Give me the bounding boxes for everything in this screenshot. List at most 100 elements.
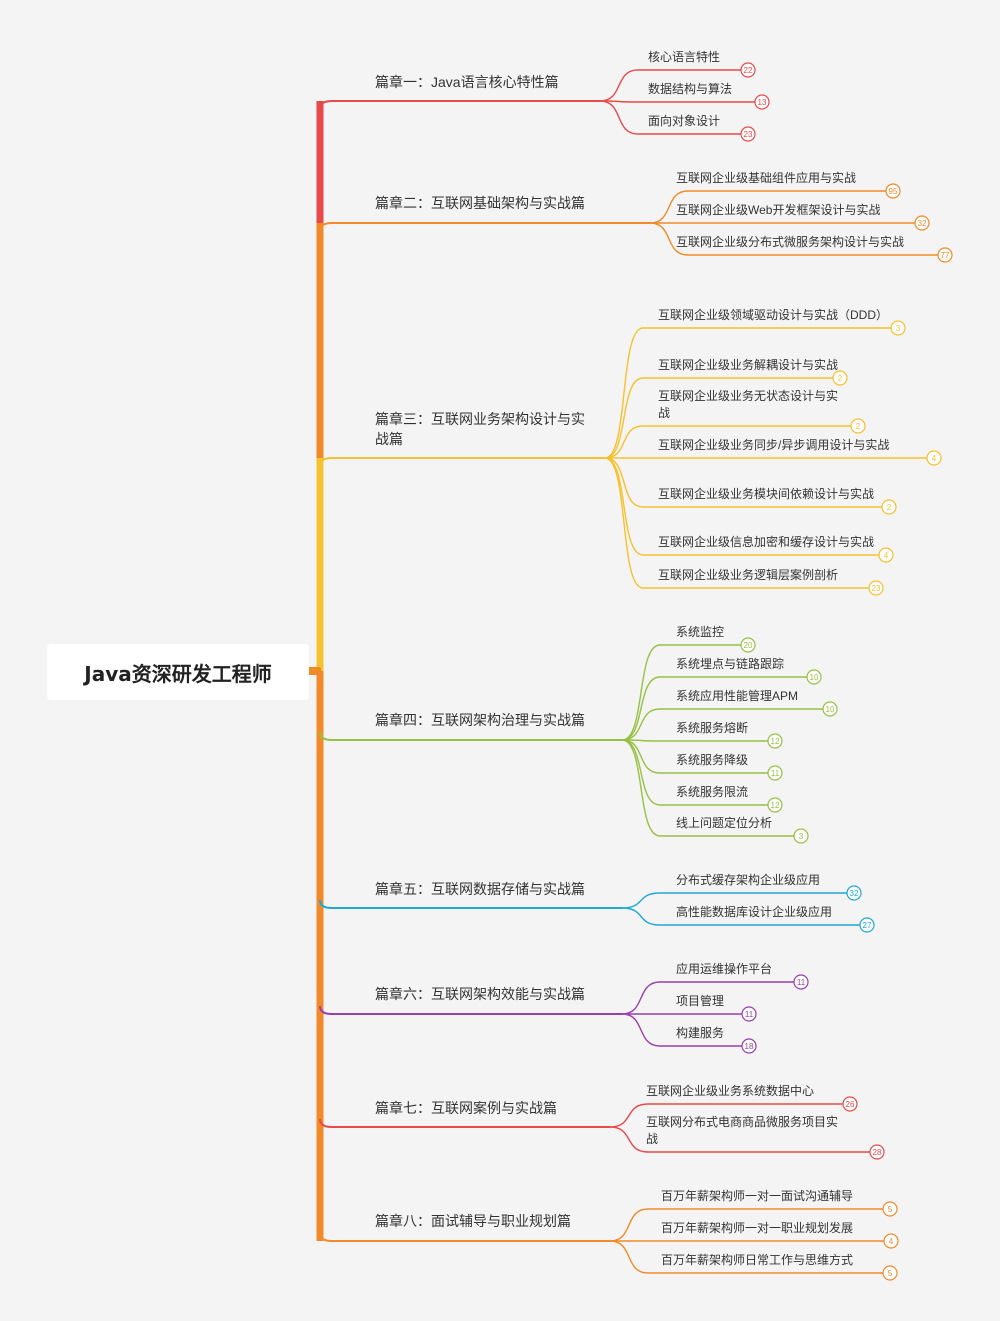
count-badge [740, 62, 756, 78]
root-node[interactable]: Java资深研发工程师 [47, 644, 309, 700]
topic-label: 构建服务 [676, 1025, 724, 1040]
topic-label: 高性能数据库设计企业级应用 [676, 904, 832, 919]
branch-line [649, 190, 886, 224]
topic-label: 面向对象设计 [648, 113, 720, 128]
chapter-connector [319, 1005, 622, 1015]
count-badge [793, 828, 809, 844]
count-badge-text: 23 [744, 130, 753, 139]
topic-label: 互联网企业级Web开发框架设计与实战 [676, 202, 880, 217]
chapter-label: 篇章八：面试辅导与职业规划篇 [375, 1213, 571, 1229]
branch-line [604, 457, 882, 508]
branch-line [599, 69, 741, 102]
topic-label: 互联网企业级业务同步/异步调用设计与实战 [658, 437, 889, 452]
topic-label: 线上问题定位分析 [676, 815, 772, 830]
chapter-label: 篇章五：互联网数据存储与实战篇 [375, 881, 585, 897]
count-badge [741, 1006, 757, 1022]
topic-label: 互联网企业级信息加密和缓存设计与实战 [658, 534, 874, 549]
count-badge [881, 499, 897, 515]
count-badge-text: 5 [888, 1205, 893, 1214]
count-badge-text: 2 [838, 374, 843, 383]
chapter-label: 篇章四：互联网架构治理与实战篇 [375, 712, 585, 728]
count-badge [842, 1096, 858, 1112]
count-badge-text: 3 [896, 324, 901, 333]
count-badge [882, 1201, 898, 1217]
count-badge-text: 4 [889, 1237, 894, 1246]
count-badge-text: 4 [932, 454, 937, 463]
count-badge [832, 370, 848, 386]
topic-label: 百万年薪架构师一对一职业规划发展 [661, 1220, 853, 1235]
count-badge-text: 2 [856, 422, 861, 431]
count-badge-text: 12 [771, 801, 780, 810]
topic-label: 互联网企业级业务解耦设计与实战 [658, 357, 838, 372]
count-badge-text: 77 [941, 251, 950, 260]
count-badge [882, 1265, 898, 1281]
count-badge [859, 917, 875, 933]
topic-label: 系统服务限流 [676, 784, 748, 799]
branch-line [621, 739, 768, 742]
count-badge [754, 94, 770, 110]
topic-label: 系统应用性能管理APM [676, 688, 798, 703]
topic-label: 百万年薪架构师日常工作与思维方式 [661, 1252, 853, 1267]
chapter-connector [319, 899, 622, 909]
branch-line [621, 892, 847, 909]
count-badge [883, 1233, 899, 1249]
chapter-connector [319, 457, 605, 467]
count-badge [937, 247, 953, 263]
topic-label: 互联网企业级业务模块间依赖设计与实战 [658, 486, 874, 501]
chapter-label: 篇章六：互联网架构效能与实战篇 [375, 986, 585, 1002]
count-badge [822, 701, 838, 717]
topic-label: 互联网企业级业务无状态设计与实 [658, 388, 838, 403]
branch-line [621, 1013, 742, 1047]
branch-line [604, 425, 851, 459]
topic-label: 战 [658, 406, 670, 420]
count-badge [878, 547, 894, 563]
count-badge-text: 5 [888, 1269, 893, 1278]
count-badge-text: 20 [744, 641, 753, 650]
branch-line [621, 676, 807, 741]
chapter-connector [319, 731, 622, 741]
topic-label: 互联网企业级分布式微服务架构设计与实战 [676, 234, 904, 249]
count-badge-text: 18 [745, 1042, 754, 1051]
count-badge-text: 22 [744, 66, 753, 75]
topic-label: 系统埋点与链路跟踪 [676, 656, 784, 671]
chapter-label: 篇章三：互联网业务架构设计与实 [375, 411, 585, 427]
branch-line [599, 100, 741, 135]
topic-label: 系统监控 [676, 625, 724, 639]
topic-label: 战 [646, 1132, 658, 1146]
count-badge [869, 1144, 885, 1160]
topic-label: 互联网企业级领域驱动设计与实战（DDD） [658, 307, 888, 322]
count-badge [740, 637, 756, 653]
branch-line [649, 222, 938, 256]
count-badge-text: 32 [850, 889, 859, 898]
branch-line [621, 708, 823, 741]
count-badge [806, 669, 822, 685]
topic-label: 核心语言特性 [648, 49, 720, 64]
count-badge [767, 765, 783, 781]
topic-label: 分布式缓存架构企业级应用 [676, 872, 820, 887]
branch-line [609, 1240, 883, 1274]
chapter-label: 篇章七：互联网案例与实战篇 [375, 1100, 557, 1116]
count-badge-text: 95 [889, 187, 898, 196]
chapter-connector [319, 100, 600, 110]
topic-label: 互联网企业级基础组件应用与实战 [676, 170, 856, 185]
count-badge-text: 27 [863, 921, 872, 930]
topic-label: 系统服务降级 [676, 752, 748, 767]
chapter-label: 篇章一：Java语言核心特性篇 [375, 74, 559, 90]
topic-label: 互联网企业级业务逻辑层案例剖析 [658, 567, 838, 582]
count-badge-text: 4 [884, 551, 889, 560]
count-badge-text: 11 [771, 769, 780, 778]
count-badge [740, 126, 756, 142]
count-badge [914, 215, 930, 231]
count-badge-text: 3 [799, 832, 804, 841]
topic-label: 互联网分布式电商商品微服务项目实 [646, 1114, 838, 1129]
branch-line [609, 1103, 843, 1128]
count-badge-text: 26 [846, 1100, 855, 1109]
branch-line [604, 327, 891, 459]
chapter-connector [319, 222, 650, 232]
count-badge [890, 320, 906, 336]
count-badge [846, 885, 862, 901]
topic-label: 项目管理 [676, 993, 724, 1008]
topic-label: 百万年薪架构师一对一面试沟通辅导 [661, 1188, 853, 1203]
count-badge-text: 11 [797, 978, 806, 987]
